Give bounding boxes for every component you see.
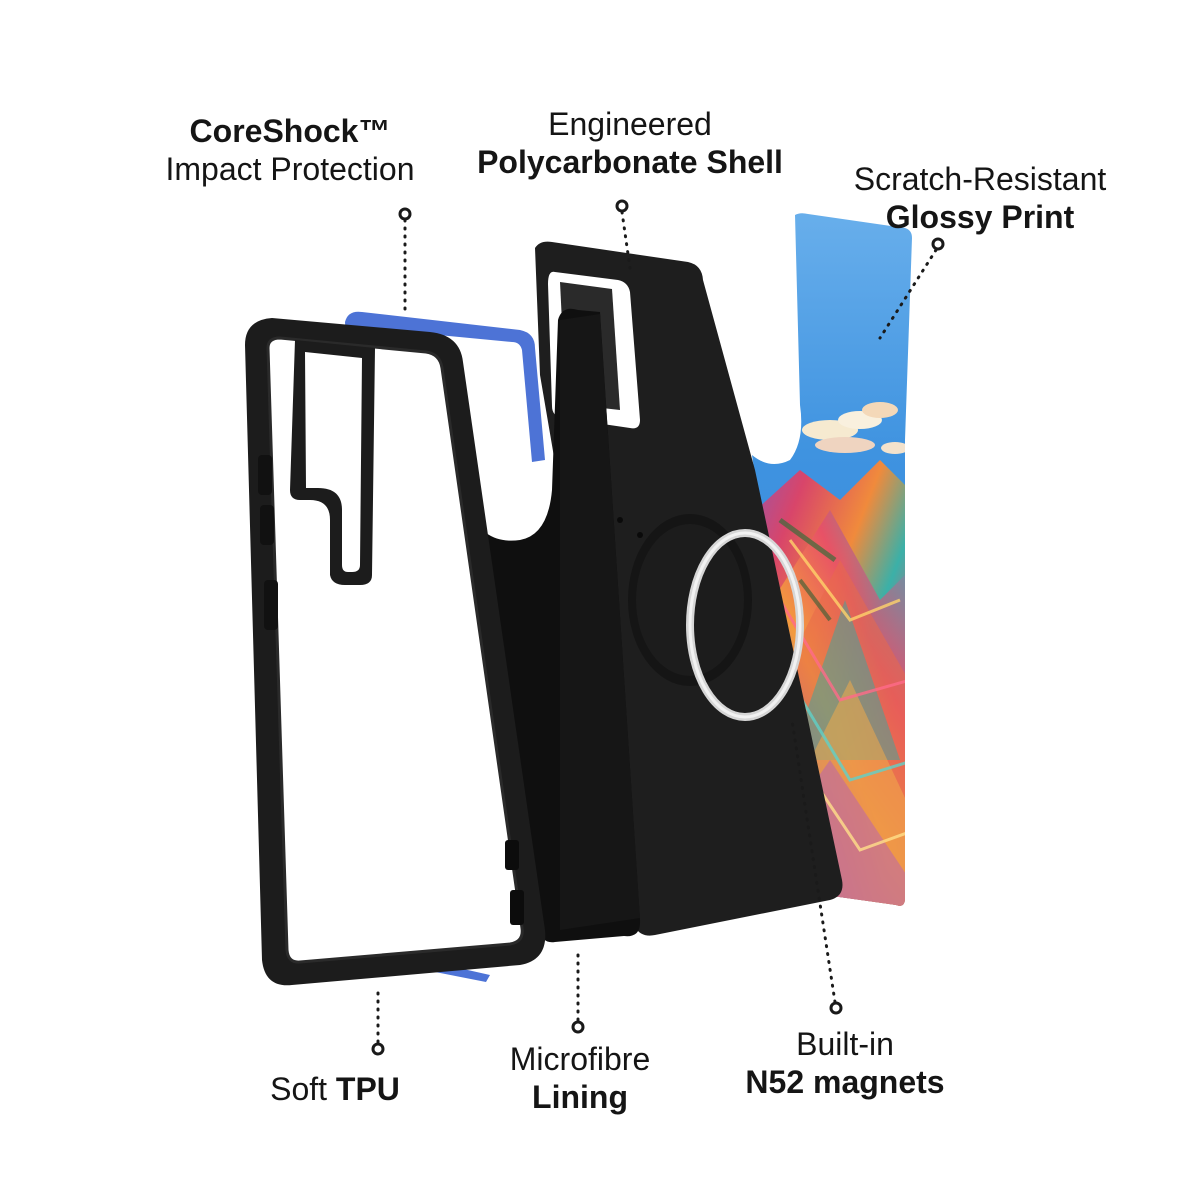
callout-leaders bbox=[376, 210, 938, 1044]
label-magnets: Built-in N52 magnets bbox=[710, 1025, 980, 1101]
label-tpu-subtitle: Soft bbox=[270, 1071, 336, 1107]
leader-print bbox=[878, 248, 938, 340]
label-print-title: Glossy Print bbox=[885, 199, 1075, 235]
leader-shell bbox=[620, 210, 632, 270]
label-print-subtitle: Scratch-Resistant bbox=[853, 161, 1107, 197]
label-magnets-subtitle: Built-in bbox=[796, 1026, 894, 1062]
label-lining-subtitle: Microfibre bbox=[509, 1041, 651, 1077]
label-coreshock-title: CoreShock™ bbox=[189, 113, 391, 149]
label-magnets-title: N52 magnets bbox=[745, 1064, 945, 1100]
label-lining: Microfibre Lining bbox=[480, 1040, 680, 1116]
label-coreshock-subtitle: Impact Protection bbox=[165, 151, 415, 187]
label-shell-title: Polycarbonate Shell bbox=[477, 144, 783, 180]
label-print: Scratch-Resistant Glossy Print bbox=[820, 160, 1140, 236]
leader-magnets bbox=[790, 718, 837, 1004]
label-shell: Engineered Polycarbonate Shell bbox=[455, 105, 805, 181]
label-shell-subtitle: Engineered bbox=[548, 106, 712, 142]
endpoint-coreshock bbox=[398, 207, 412, 221]
endpoint-tpu bbox=[371, 1042, 385, 1056]
label-tpu-title: TPU bbox=[335, 1071, 400, 1107]
microfibre-lining bbox=[470, 308, 641, 943]
n52-magnet-ring bbox=[686, 529, 804, 721]
soft-tpu-bumper bbox=[245, 318, 546, 986]
label-lining-title: Lining bbox=[532, 1079, 628, 1115]
endpoint-magnets bbox=[829, 1001, 843, 1015]
endpoint-shell bbox=[615, 199, 629, 213]
endpoint-lining bbox=[571, 1020, 585, 1034]
callout-endpoints bbox=[371, 199, 945, 1056]
label-tpu: Soft TPU bbox=[240, 1070, 430, 1108]
endpoint-print bbox=[931, 237, 945, 251]
label-coreshock: CoreShock™ Impact Protection bbox=[130, 112, 450, 188]
